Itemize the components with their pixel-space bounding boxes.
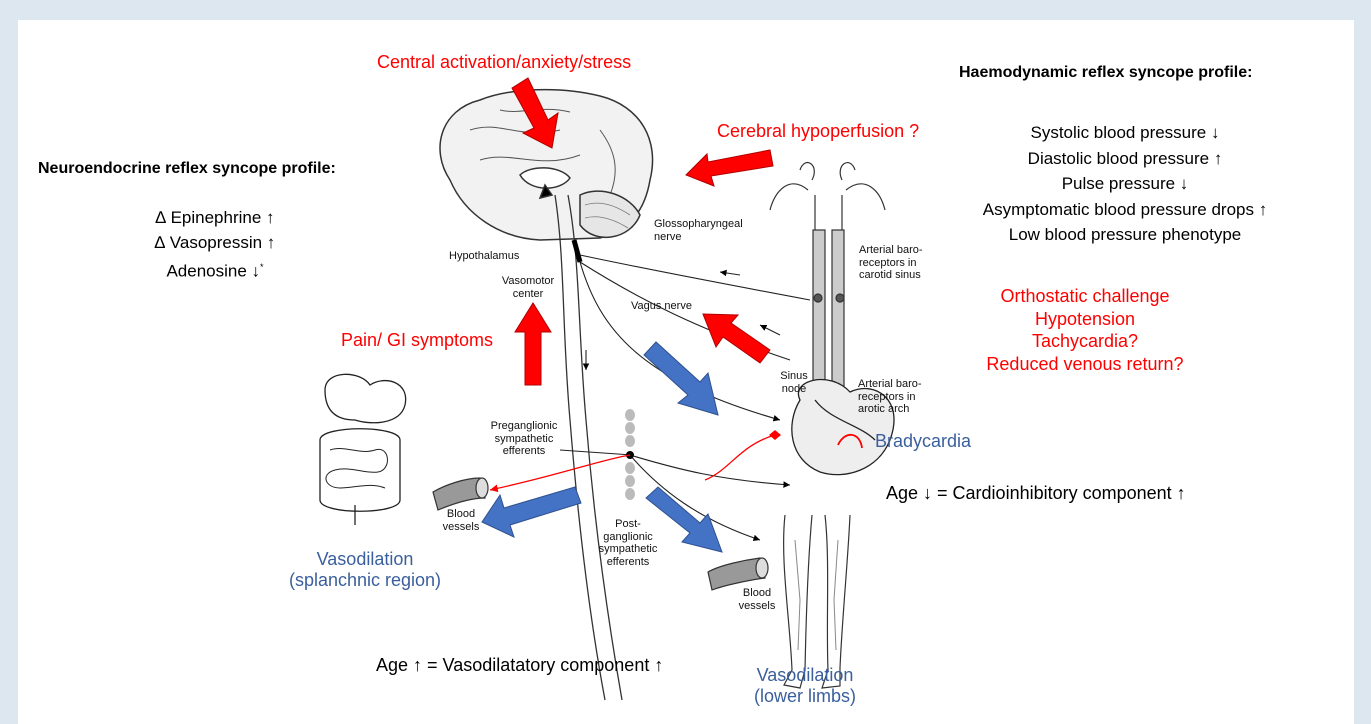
postganglionic-line: efferents	[588, 556, 668, 569]
arrow-splanchnic-vasodilation	[482, 487, 581, 537]
cerebral-hypoperfusion-label: Cerebral hypoperfusion ?	[717, 121, 919, 142]
blood-vessels-limbs-label: Blood vessels	[732, 587, 782, 612]
preganglionic-line: Preganglionic	[480, 420, 568, 433]
pain-gi-label: Pain/ GI symptoms	[341, 330, 493, 351]
hypothalamus-label: Hypothalamus	[449, 250, 519, 263]
baro-aortic-line: receptors in	[858, 391, 922, 404]
neuroendocrine-title: Neuroendocrine reflex syncope profile:	[38, 160, 336, 178]
arrow-bradycardia-vagal	[644, 342, 718, 415]
blood-vessel-splanchnic	[433, 478, 488, 510]
vasomotor-line: center	[488, 288, 568, 301]
haemodynamic-item: Pulse pressure ↓	[960, 171, 1290, 197]
haemodynamic-title: Haemodynamic reflex syncope profile:	[959, 64, 1252, 82]
baro-carotid-line: carotid sinus	[859, 269, 923, 282]
blood-vessels-line: vessels	[436, 521, 486, 534]
neuroendocrine-item: ∆ Vasopressin ↑	[120, 230, 310, 255]
postganglionic-line: sympathetic	[588, 543, 668, 556]
blood-vessels-line: vessels	[732, 600, 782, 613]
trigger-item: Reduced venous return?	[965, 353, 1205, 376]
blood-vessels-line: Blood	[436, 508, 486, 521]
baroreceptors-aortic-label: Arterial baro- receptors in arotic arch	[858, 378, 922, 416]
baroreceptors-carotid-label: Arterial baro- receptors in carotid sinu…	[859, 244, 923, 282]
bradycardia-label: Bradycardia	[875, 431, 971, 452]
vasodilation-splanchnic-line1: Vasodilation	[280, 549, 450, 570]
sinus-node-line: Sinus	[776, 370, 812, 383]
haemodynamic-item: Low blood pressure phenotype	[960, 222, 1290, 248]
haemodynamic-list: Systolic blood pressure ↓ Diastolic bloo…	[960, 120, 1290, 248]
vasomotor-center-label: Vasomotor center	[488, 275, 568, 300]
postganglionic-line: ganglionic	[588, 531, 668, 544]
footnote-asterisk: *	[260, 262, 264, 272]
sinus-node-label: Sinus node	[776, 370, 812, 395]
baro-aortic-line: Arterial baro-	[858, 378, 922, 391]
postganglionic-label: Post- ganglionic sympathetic efferents	[588, 518, 668, 569]
legs-illustration	[784, 515, 850, 688]
baro-carotid-line: Arterial baro-	[859, 244, 923, 257]
glossopharyngeal-label: Glossopharyngeal nerve	[654, 218, 743, 243]
baro-carotid-line: receptors in	[859, 257, 923, 270]
neuroendocrine-item: Adenosine ↓	[166, 262, 260, 281]
haemodynamic-item: Asymptomatic blood pressure drops ↑	[960, 197, 1290, 223]
vasomotor-line: Vasomotor	[488, 275, 568, 288]
blood-vessel-limbs	[708, 558, 768, 590]
central-activation-label: Central activation/anxiety/stress	[377, 52, 631, 73]
triggers-list: Orthostatic challenge Hypotension Tachyc…	[965, 285, 1205, 375]
neuroendocrine-item: ∆ Epinephrine ↑	[120, 205, 310, 230]
blood-vessels-line: Blood	[732, 587, 782, 600]
baro-aortic-line: arotic arch	[858, 403, 922, 416]
vasodilation-splanchnic-line2: (splanchnic region)	[280, 570, 450, 591]
arrow-cerebral-hypoperfusion	[686, 150, 773, 186]
vasodilation-limbs-line1: Vasodilation	[735, 665, 875, 686]
postganglionic-line: Post-	[588, 518, 668, 531]
vagus-nerve-label: Vagus nerve	[631, 300, 692, 313]
preganglionic-line: sympathetic	[480, 433, 568, 446]
vasodilation-limbs-line2: (lower limbs)	[735, 686, 875, 707]
haemodynamic-item: Diastolic blood pressure ↑	[960, 146, 1290, 172]
age-cardioinhibitory-label: Age ↓ = Cardioinhibitory component ↑	[886, 483, 1186, 504]
vasodilation-splanchnic-label: Vasodilation (splanchnic region)	[280, 549, 450, 590]
neuroendocrine-item-adenosine: Adenosine ↓*	[120, 255, 310, 284]
gi-tract-illustration	[320, 374, 406, 525]
arrow-pain-gi	[515, 303, 551, 385]
trigger-item: Orthostatic challenge	[965, 285, 1205, 308]
age-vasodilatatory-label: Age ↑ = Vasodilatatory component ↑	[376, 655, 663, 676]
brain-illustration	[440, 90, 653, 240]
preganglionic-line: efferents	[480, 445, 568, 458]
trigger-item: Hypotension	[965, 308, 1205, 331]
neuroendocrine-list: ∆ Epinephrine ↑ ∆ Vasopressin ↑ Adenosin…	[120, 205, 310, 284]
haemodynamic-item: Systolic blood pressure ↓	[960, 120, 1290, 146]
vasodilation-limbs-label: Vasodilation (lower limbs)	[735, 665, 875, 706]
sinus-node-line: node	[776, 383, 812, 396]
preganglionic-label: Preganglionic sympathetic efferents	[480, 420, 568, 458]
arrow-vagus	[703, 314, 770, 363]
glossopharyngeal-line: nerve	[654, 231, 743, 244]
trigger-item: Tachycardia?	[965, 330, 1205, 353]
glossopharyngeal-line: Glossopharyngeal	[654, 218, 743, 231]
blood-vessels-splanchnic-label: Blood vessels	[436, 508, 486, 533]
